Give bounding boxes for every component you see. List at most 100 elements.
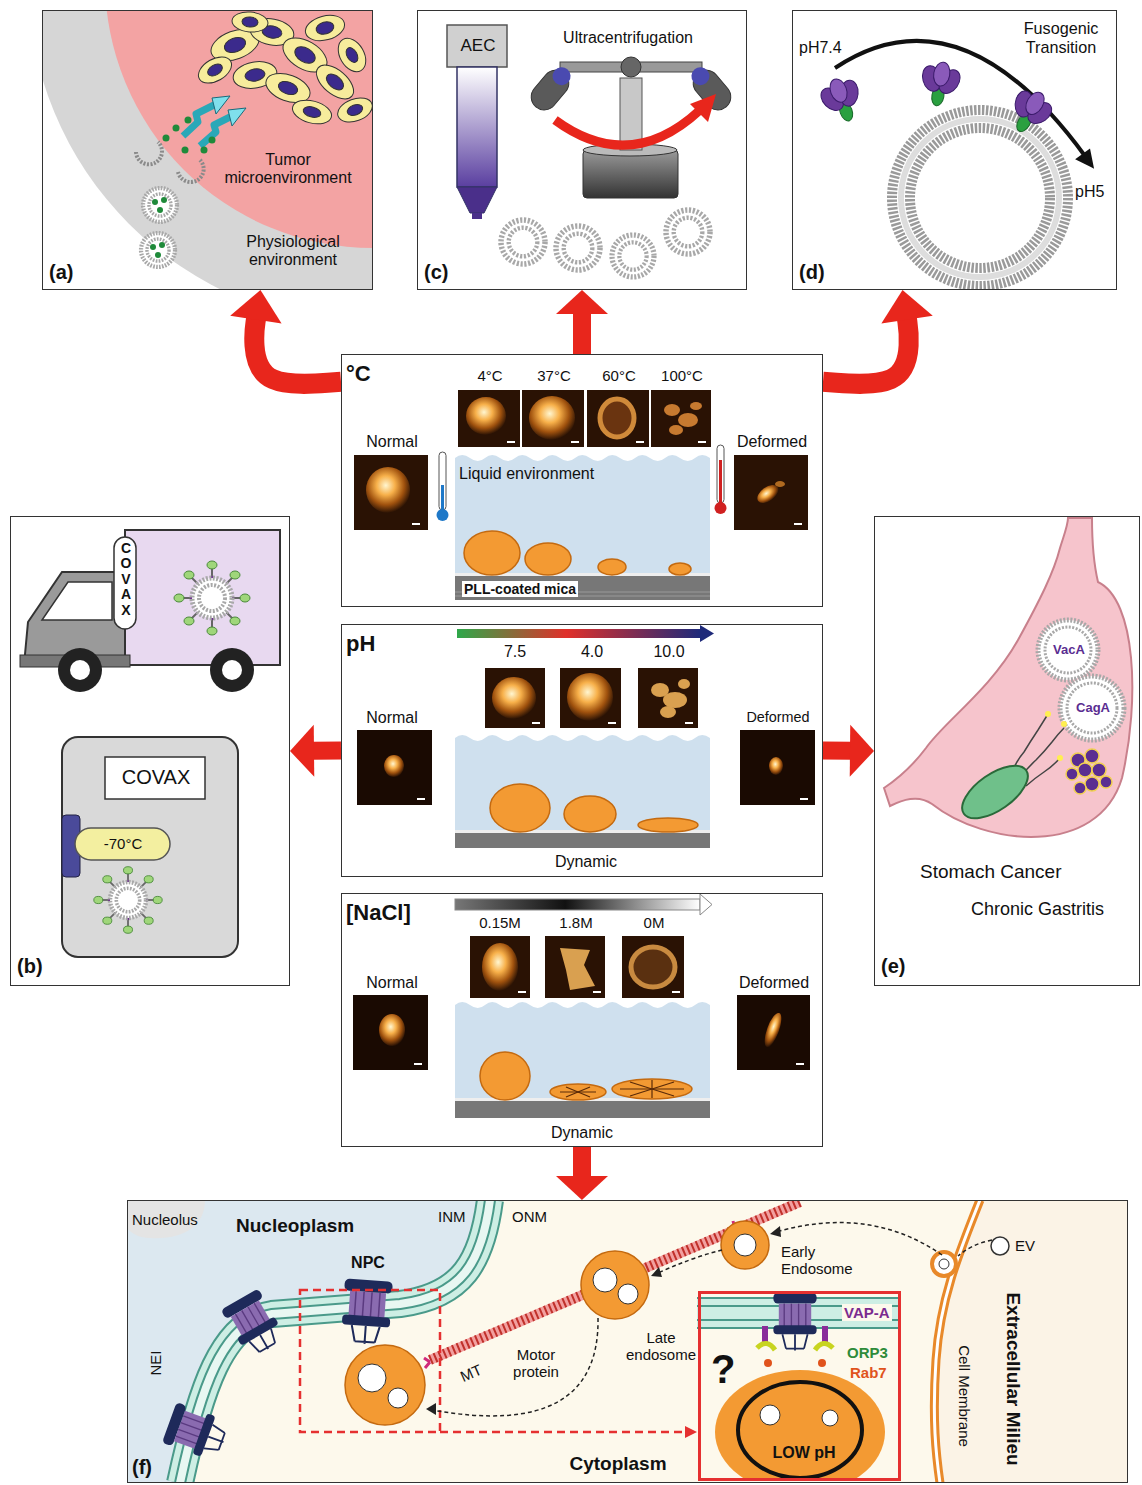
inset-art [697, 1290, 900, 1480]
temperature-panel-art [734, 455, 808, 530]
panel-label: Normal [350, 974, 434, 992]
isolation-panel-art [501, 220, 545, 264]
ph-panel-art [651, 679, 690, 718]
salt-panel-art [631, 947, 675, 987]
tumor-cell [290, 96, 334, 128]
panel-label: Extracellular Milieu [1002, 1292, 1024, 1465]
cell-panel-art [162, 1402, 231, 1462]
panel-box: COVAXCOVAX-70°C(b) [10, 516, 290, 986]
cell-panel-art [221, 1288, 287, 1359]
stomach-panel-art [1078, 763, 1092, 777]
isolation-panel-art [457, 67, 497, 187]
salt-panel-art [545, 936, 605, 998]
vaccine-panel-art [94, 867, 162, 934]
panel-label: 10.0 [644, 643, 694, 661]
salt-panel-art [672, 991, 680, 993]
temperature-panel-art [715, 502, 727, 514]
cell-panel-art [180, 1200, 490, 1483]
tumor-panel-art [212, 96, 246, 126]
salt-panel-art [796, 1063, 804, 1065]
isolation-panel-art [690, 94, 716, 122]
stomach-panel-art [1085, 777, 1099, 791]
intact-vesicle [161, 197, 167, 203]
inset-art [757, 1343, 775, 1350]
panel-label: (b) [17, 955, 43, 978]
temperature-panel-art [664, 402, 702, 435]
intact-vesicle [150, 197, 167, 258]
stomach-panel-art [1060, 676, 1124, 740]
panel-label: COVAX [108, 766, 204, 789]
panel-label: Early Endosome [781, 1243, 873, 1278]
tumor-panel-art [228, 108, 246, 126]
tumor-cell [194, 51, 236, 88]
condition-box: pH7.54.010.0NormalDeformedDynamic [341, 624, 823, 877]
vaccine-panel-art [210, 648, 254, 692]
cell-panel-art [685, 1426, 697, 1438]
vaccine-panel-art [114, 537, 136, 629]
arrow-head [230, 290, 281, 324]
panel-label: Motor protein [501, 1346, 571, 1381]
intact-vesicle [159, 242, 165, 248]
ph-panel-art [560, 668, 621, 728]
tumor-cell [292, 43, 318, 66]
salt-panel-art [414, 1063, 422, 1065]
cell-panel-art [426, 1403, 436, 1415]
panel-label: NEI [147, 1350, 164, 1375]
panel-label: 1.8M [546, 914, 606, 931]
vaccine-panel-art [20, 530, 280, 957]
stomach-panel-art [1045, 711, 1067, 761]
isolation-panel-art [688, 64, 713, 89]
temperature-panel-art [412, 523, 420, 525]
inset-art [760, 1405, 780, 1425]
cell-panel-art [581, 1251, 649, 1319]
panel-label: 7.5 [490, 643, 540, 661]
panel-label: LOW pH [759, 1444, 849, 1462]
cell-panel-art [593, 1268, 617, 1292]
cell-panel-art [388, 1388, 408, 1408]
cell-panel-art [734, 1234, 756, 1256]
inset-art [822, 1410, 838, 1426]
panel-label: Dynamic [532, 1124, 632, 1142]
cell-panel-art [424, 1221, 741, 1368]
inset-box: VAP-A?ORP3Rab7LOW pH [698, 1291, 901, 1481]
temperature-panel-art [455, 455, 710, 600]
tumor-cell [194, 51, 236, 88]
cell-panel-art [127, 1200, 1128, 1483]
ph-panel-art [490, 784, 698, 832]
connector-line [823, 318, 909, 384]
cell-panel-art [934, 1200, 980, 1483]
intact-vesicle [155, 252, 161, 258]
temperature-panel-art [598, 559, 626, 575]
panel-label: VAP-A [842, 1304, 892, 1321]
stomach-panel-art [1038, 620, 1098, 680]
isolation-panel-art [612, 235, 654, 277]
drug-dot [182, 147, 189, 154]
tumor-cell [344, 46, 361, 65]
ph-panel-art [769, 757, 783, 775]
cell-panel-art [432, 1318, 598, 1416]
temperature-panel-art [669, 425, 683, 435]
vaccine-panel-art [125, 530, 280, 665]
salt-panel-art [566, 1087, 590, 1097]
temperature-panel-art [441, 485, 444, 511]
connector-arrow [556, 1147, 608, 1200]
temperature-panel-art [458, 390, 520, 447]
salt-panel-art [550, 1084, 606, 1100]
isolation-panel-art [526, 61, 577, 115]
temperature-panel-art [439, 452, 446, 510]
tumor-cell [242, 16, 259, 27]
temperature-panel-art [354, 455, 428, 530]
salt-panel-art [737, 995, 810, 1070]
stomach-panel-art [1038, 620, 1098, 680]
ph-panel-art [638, 668, 698, 728]
intact-vesicle [141, 233, 175, 267]
cytotoxic-arrow [200, 116, 232, 146]
drug-dot [163, 117, 216, 154]
salt-panel-art [470, 936, 530, 998]
stomach-panel-art [1057, 755, 1063, 761]
temperature-panel-art [571, 441, 579, 443]
temperature-panel-art [522, 390, 584, 447]
tumor-cell [277, 79, 300, 97]
salt-panel-art [566, 1087, 590, 1097]
tumor-panel-art [42, 10, 373, 290]
